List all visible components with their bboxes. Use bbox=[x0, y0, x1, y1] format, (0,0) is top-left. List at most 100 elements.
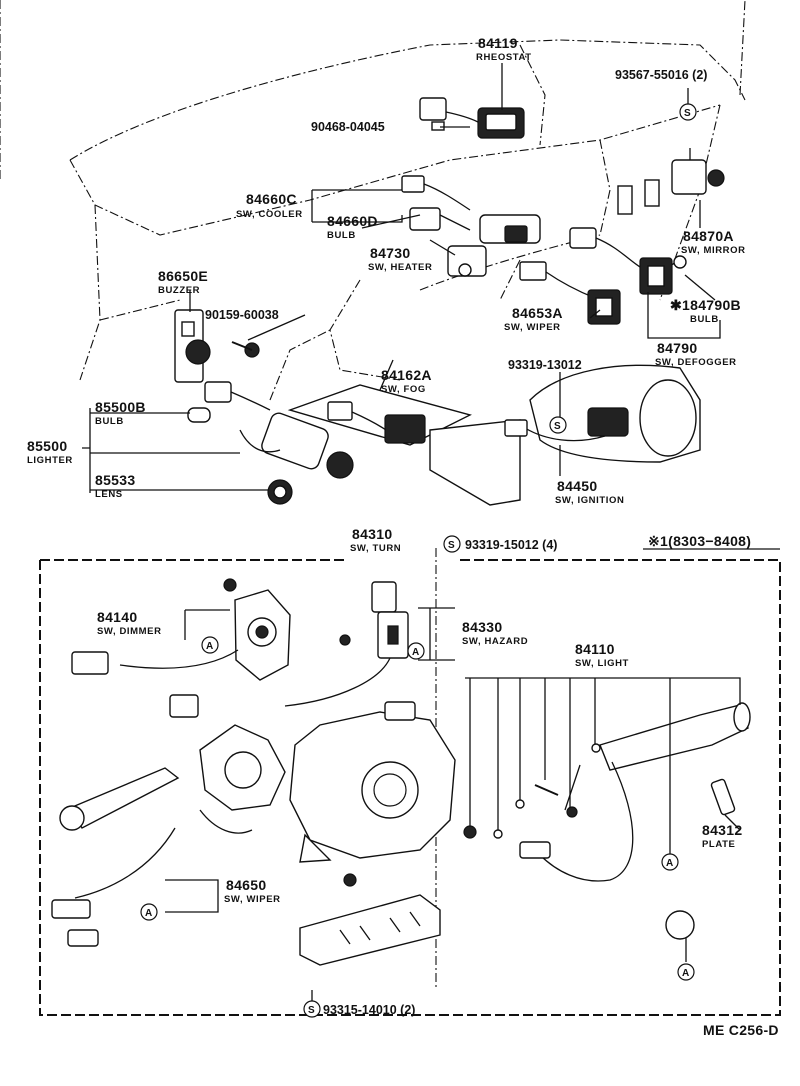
leader-lines-upper bbox=[82, 63, 721, 493]
cooler-switch-part bbox=[401, 175, 541, 277]
a-mark: A bbox=[682, 968, 689, 979]
part-number-84653A: 84653A bbox=[512, 305, 563, 321]
part-desc-84660C: SW, COOLER bbox=[236, 209, 303, 220]
label-84653A: 84653A SW, WIPER bbox=[504, 305, 563, 333]
part-desc-84330: SW, HAZARD bbox=[462, 636, 528, 647]
part-desc-85500B: BULB bbox=[95, 416, 124, 427]
variant-note: ※1(8303−8408) bbox=[648, 533, 751, 549]
label-84312: 84312 PLATE A bbox=[661, 822, 742, 871]
part-number-84790: 84790 bbox=[657, 340, 697, 356]
ignition-switch-part bbox=[504, 364, 701, 463]
label-a-bottom: A bbox=[677, 963, 695, 981]
screw-part bbox=[231, 341, 260, 358]
wiper-switch-lower-part bbox=[51, 724, 286, 947]
a-mark: A bbox=[145, 908, 152, 919]
connector-block-part bbox=[299, 894, 695, 1005]
label-93319-15012: S 93319-15012 (4) bbox=[443, 535, 557, 553]
part-desc-84312: PLATE bbox=[702, 839, 735, 850]
part-desc-84450: SW, IGNITION bbox=[555, 495, 624, 506]
s-mark: S bbox=[554, 421, 561, 432]
part-number-84730: 84730 bbox=[370, 245, 410, 261]
variant-note-text: ※1(8303−8408) bbox=[648, 533, 751, 549]
part-desc-84310: SW, TURN bbox=[350, 543, 401, 554]
part-desc-85500: LIGHTER bbox=[27, 455, 73, 466]
buzzer-part bbox=[174, 309, 211, 383]
part-number-93319-13012: 93319-13012 bbox=[508, 358, 582, 372]
rheostat-part bbox=[419, 97, 525, 139]
mirror-switch-part bbox=[671, 148, 725, 195]
part-number-84660D: 84660D bbox=[327, 213, 378, 229]
s-mark: S bbox=[684, 108, 691, 119]
part-number-85500B: 85500B bbox=[95, 399, 146, 415]
label-90159: 90159-60038 bbox=[205, 308, 279, 322]
label-85500B: 85500B BULB bbox=[95, 399, 146, 427]
wiper-switch-upper-part bbox=[519, 179, 660, 325]
part-number-84312: 84312 bbox=[702, 822, 742, 838]
light-switch-part bbox=[463, 677, 751, 882]
part-number-84310: 84310 bbox=[352, 526, 392, 542]
part-desc-84660D: BULB bbox=[327, 230, 356, 241]
part-number-84140: 84140 bbox=[97, 609, 137, 625]
label-84790: 84790 SW, DEFOGGER bbox=[655, 340, 737, 368]
label-84660C: 84660C SW, COOLER bbox=[236, 191, 303, 220]
label-85533: 85533 LENS bbox=[95, 472, 135, 500]
part-number-84110: 84110 bbox=[575, 641, 615, 657]
part-number-93567: 93567-55016 (2) bbox=[615, 68, 707, 82]
a-mark: A bbox=[666, 858, 673, 869]
part-number-84650: 84650 bbox=[226, 877, 266, 893]
turn-switch-body-part bbox=[289, 701, 456, 887]
a-mark: A bbox=[412, 647, 419, 658]
part-number-84870A: 84870A bbox=[683, 228, 734, 244]
part-desc-84653A: SW, WIPER bbox=[504, 322, 561, 333]
defogger-switch-part bbox=[639, 255, 687, 295]
hazard-switch-part bbox=[169, 581, 455, 718]
label-93315: S 93315-14010 (2) bbox=[303, 1000, 415, 1018]
diagram-code: ME C256-D bbox=[703, 1022, 779, 1038]
label-93567: 93567-55016 (2) S bbox=[615, 68, 707, 121]
part-number-85533: 85533 bbox=[95, 472, 135, 488]
fog-switch-part bbox=[287, 384, 521, 506]
part-number-84330: 84330 bbox=[462, 619, 502, 635]
label-84450: 84450 SW, IGNITION bbox=[555, 478, 624, 506]
label-84140: 84140 SW, DIMMER A bbox=[97, 609, 219, 654]
part-desc-84790: SW, DEFOGGER bbox=[655, 357, 737, 368]
part-desc-85533: LENS bbox=[95, 489, 123, 500]
label-93319-13012: 93319-13012 S bbox=[508, 358, 582, 434]
part-number-184790B: ✱184790B bbox=[670, 297, 741, 313]
a-mark: A bbox=[206, 641, 213, 652]
label-84162A: 84162A SW, FOG bbox=[381, 367, 432, 395]
s-mark: S bbox=[448, 540, 455, 551]
label-84310: 84310 SW, TURN bbox=[350, 526, 401, 554]
instrument-panel-outline bbox=[0, 0, 746, 401]
part-number-84119: 84119 bbox=[478, 35, 518, 51]
label-184790B: ✱184790B BULB bbox=[670, 297, 741, 325]
label-84119: 84119 RHEOSTAT bbox=[476, 35, 531, 63]
part-number-84450: 84450 bbox=[557, 478, 597, 494]
label-84660D: 84660D BULB bbox=[327, 213, 378, 241]
s-mark: S bbox=[308, 1005, 315, 1016]
label-84870A: 84870A SW, MIRROR bbox=[681, 228, 746, 256]
diagram-code-text: ME C256-D bbox=[703, 1022, 779, 1038]
part-desc-84730: SW, HEATER bbox=[368, 262, 432, 273]
part-number-86650E: 86650E bbox=[158, 268, 208, 284]
part-number-93319-15012: 93319-15012 (4) bbox=[465, 538, 557, 552]
label-86650E: 86650E BUZZER bbox=[158, 268, 208, 296]
part-number-85500: 85500 bbox=[27, 438, 67, 454]
plate-part bbox=[710, 778, 741, 831]
part-desc-84162A: SW, FOG bbox=[381, 384, 426, 395]
label-84650: 84650 SW, WIPER A bbox=[140, 877, 281, 921]
part-number-93315: 93315-14010 (2) bbox=[323, 1003, 415, 1017]
part-number-84660C: 84660C bbox=[246, 191, 297, 207]
part-desc-86650E: BUZZER bbox=[158, 285, 200, 296]
part-desc-84110: SW, LIGHT bbox=[575, 658, 629, 669]
part-number-90159: 90159-60038 bbox=[205, 308, 279, 322]
part-number-84162A: 84162A bbox=[381, 367, 432, 383]
part-desc-84870A: SW, MIRROR bbox=[681, 245, 746, 256]
label-85500: 85500 LIGHTER bbox=[27, 438, 73, 466]
label-84330: 84330 SW, HAZARD A bbox=[407, 619, 528, 660]
part-desc-84140: SW, DIMMER bbox=[97, 626, 162, 637]
part-desc-84650: SW, WIPER bbox=[224, 894, 281, 905]
label-90468: 90468-04045 bbox=[311, 120, 385, 134]
part-number-90468: 90468-04045 bbox=[311, 120, 385, 134]
